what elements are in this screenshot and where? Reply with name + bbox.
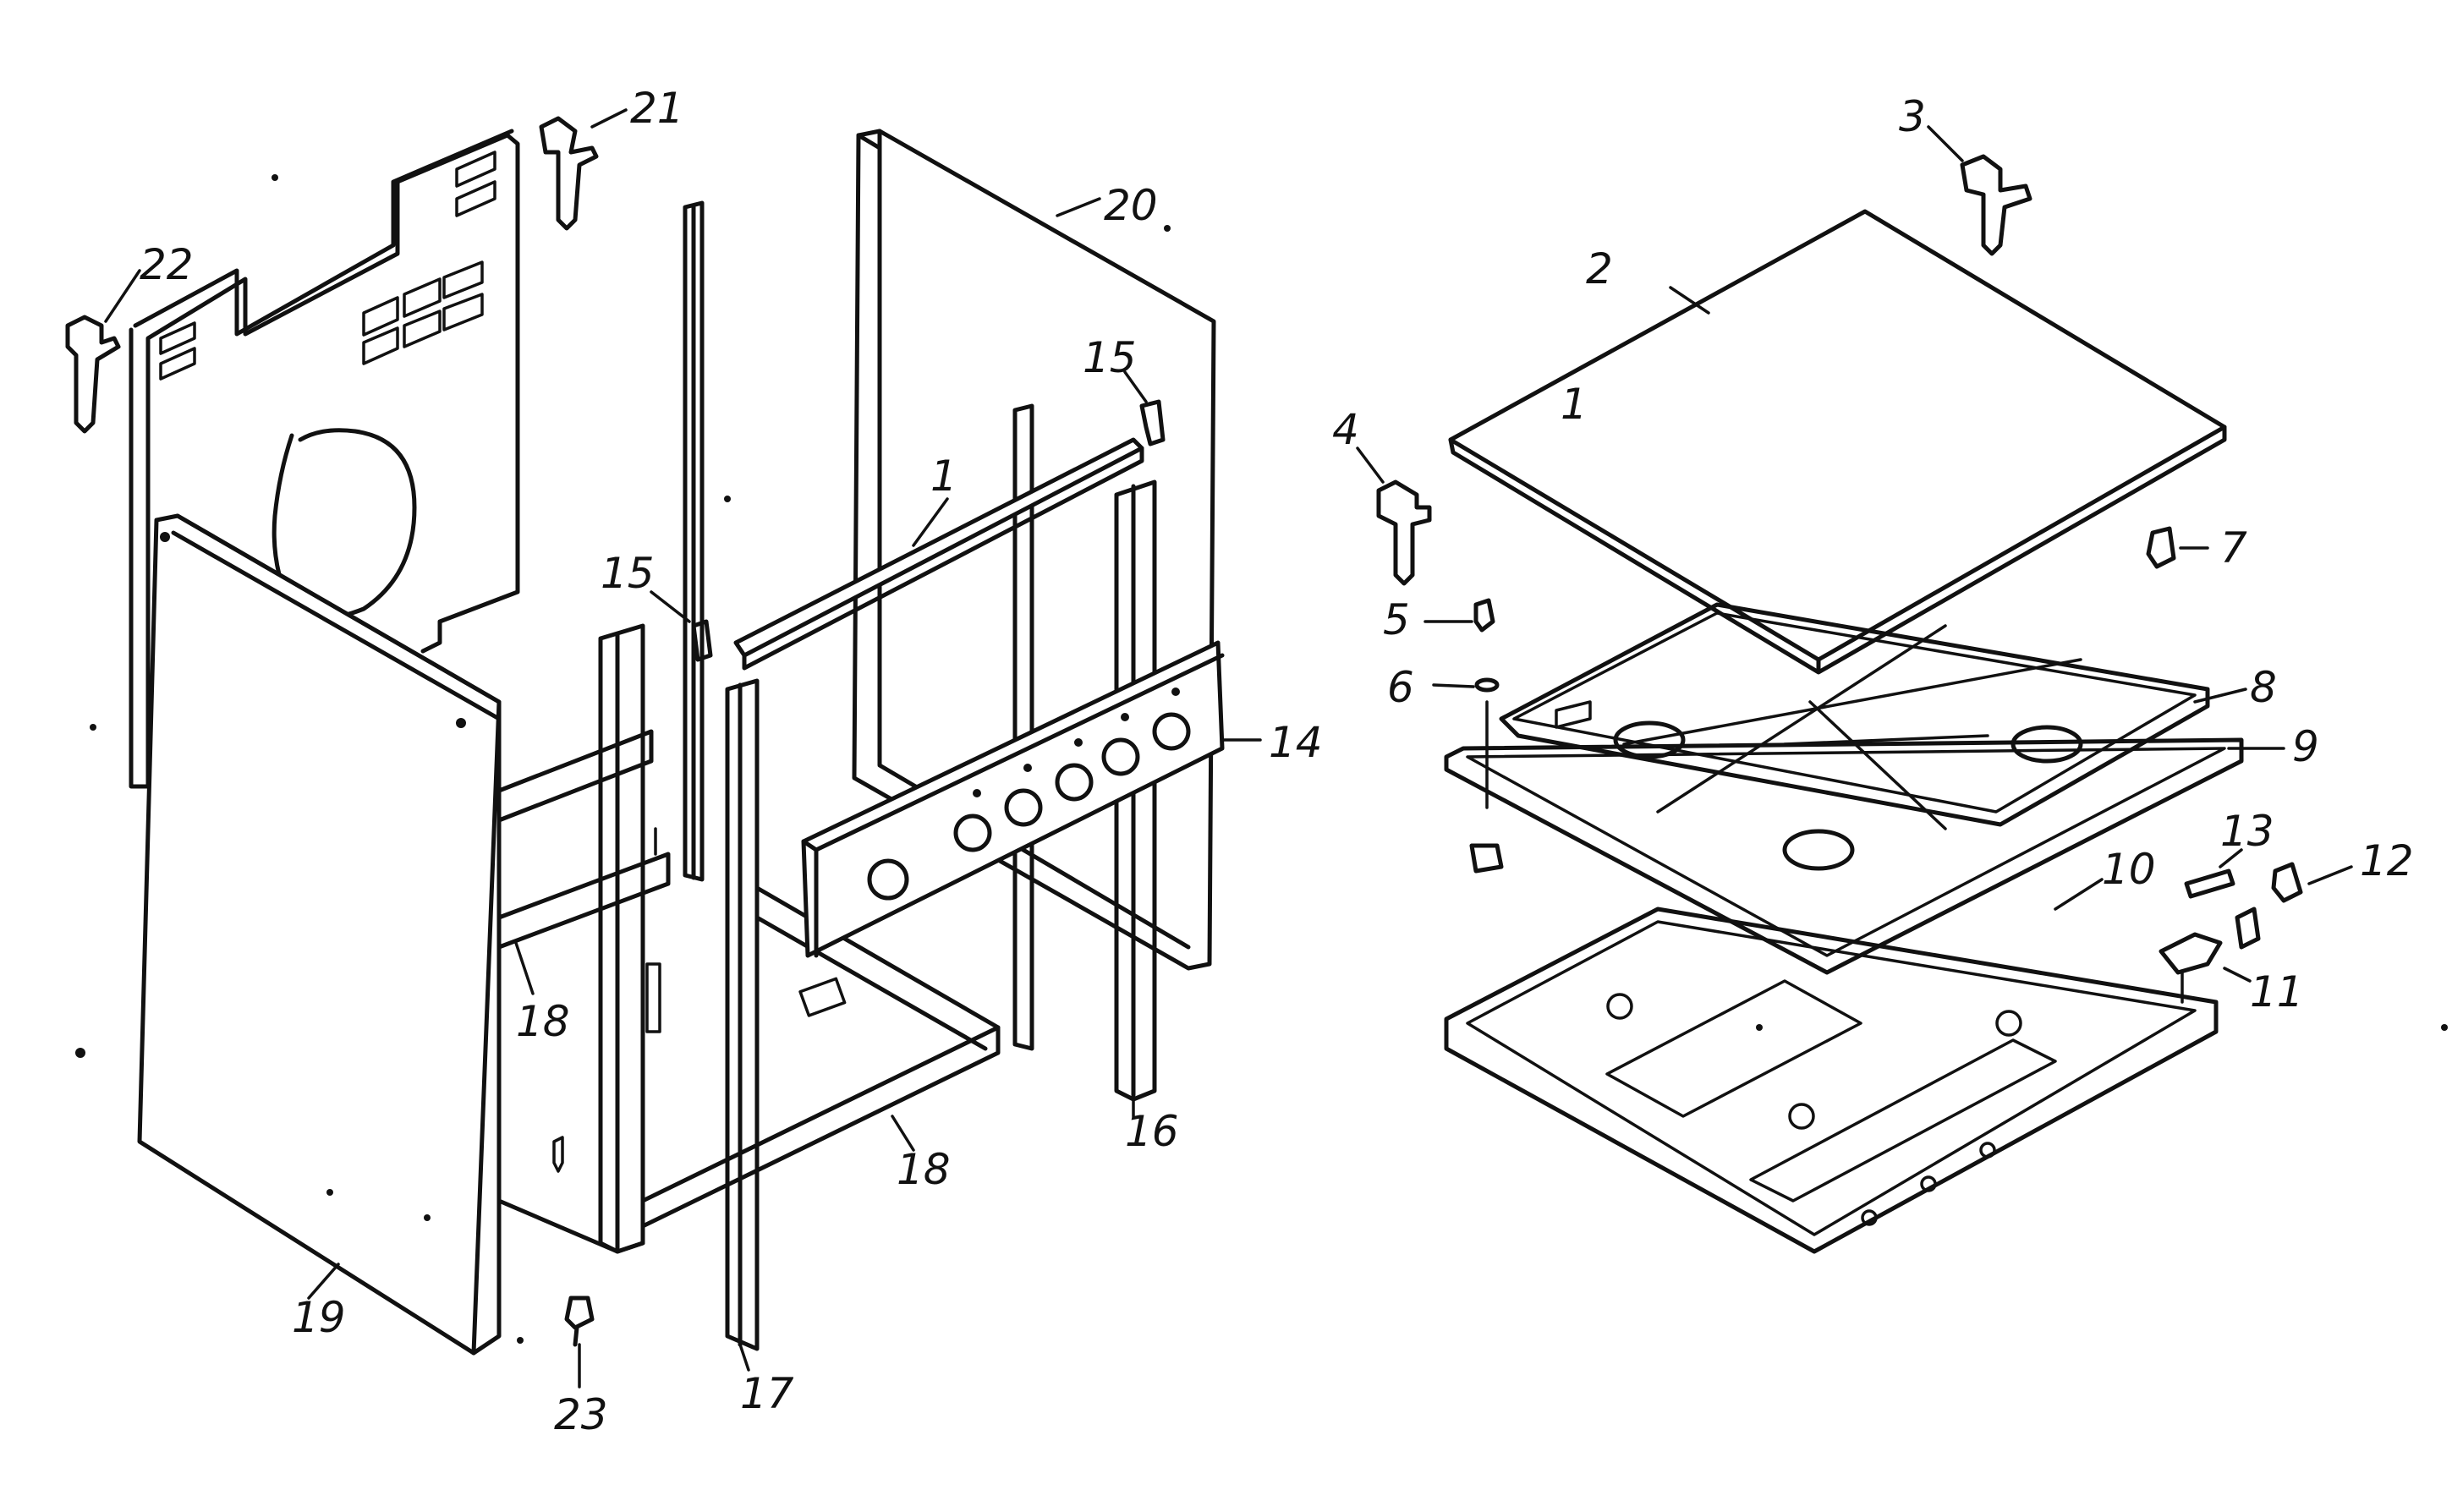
rear-panel xyxy=(852,129,1216,971)
label-6: 6 xyxy=(1387,663,1414,712)
label-20: 20 xyxy=(1104,181,1158,230)
label-21: 21 xyxy=(630,84,684,133)
part-17-strip xyxy=(725,678,760,1351)
clip-5 xyxy=(1473,598,1495,633)
label-17: 17 xyxy=(740,1369,794,1418)
label-5: 5 xyxy=(1383,595,1410,644)
foot-23 xyxy=(552,1136,595,1347)
control-panel xyxy=(801,640,1225,958)
upright-post-center xyxy=(683,200,705,882)
bottom-frame xyxy=(640,885,1001,1229)
leader-lines xyxy=(104,108,2353,1389)
label-13: 13 xyxy=(2220,807,2274,856)
label-18-left: 18 xyxy=(516,997,570,1046)
label-11: 11 xyxy=(2250,967,2304,1016)
label-15-rear: 15 xyxy=(1083,333,1137,382)
stray-marks xyxy=(75,174,2448,1344)
nut xyxy=(1469,843,1504,874)
base-tray xyxy=(1444,907,2219,1254)
clip-7 xyxy=(2146,526,2176,569)
pin-13 xyxy=(2184,868,2235,899)
part-labels: 1 2 3 4 5 6 7 8 9 10 11 12 13 14 15 15 1… xyxy=(140,84,2414,1439)
bracket-15-center xyxy=(691,619,713,662)
bracket-21 xyxy=(539,116,599,231)
bracket-15-rear xyxy=(1139,399,1166,446)
label-18-bottom: 18 xyxy=(897,1145,951,1194)
label-4: 4 xyxy=(1332,405,1359,454)
lid-mark: 1 xyxy=(1561,380,1588,429)
label-15-center: 15 xyxy=(601,549,655,598)
bracket-3 xyxy=(1960,154,2032,256)
label-8: 8 xyxy=(2250,663,2277,712)
label-16: 16 xyxy=(1125,1107,1179,1156)
label-22: 22 xyxy=(140,240,194,289)
hinge-11 xyxy=(2159,907,2261,1004)
label-7: 7 xyxy=(2220,523,2247,572)
clip-12 xyxy=(2271,862,2303,903)
label-1: 1 xyxy=(930,452,957,501)
bracket-4 xyxy=(1376,479,1432,586)
label-3: 3 xyxy=(1899,92,1926,141)
label-19: 19 xyxy=(292,1293,346,1342)
label-2: 2 xyxy=(1586,244,1613,293)
label-14: 14 xyxy=(1269,718,1323,767)
hob-frame xyxy=(1444,737,2244,975)
label-10: 10 xyxy=(2102,845,2156,894)
upright-post-left xyxy=(598,623,661,1254)
label-23: 23 xyxy=(554,1390,608,1439)
label-12: 12 xyxy=(2360,836,2414,885)
lid-panel xyxy=(1448,209,2227,675)
part-1-strip xyxy=(733,437,1144,671)
hob-top xyxy=(1499,602,2210,871)
side-panel xyxy=(137,513,502,1356)
label-9: 9 xyxy=(2292,722,2319,771)
bracket-22 xyxy=(65,315,121,434)
washer-6 xyxy=(1474,677,1500,809)
